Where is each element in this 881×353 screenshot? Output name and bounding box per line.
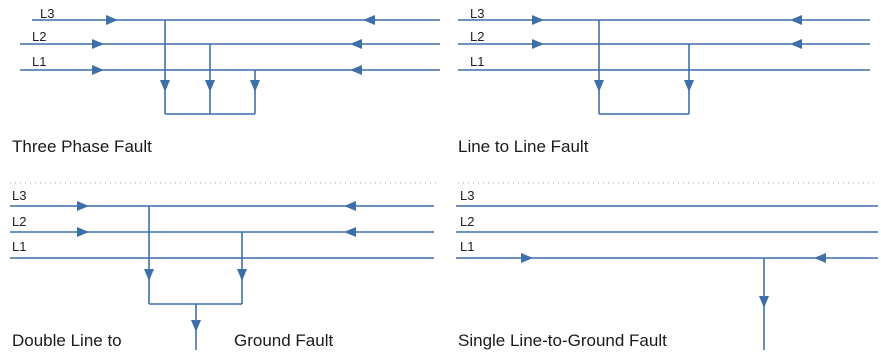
arrow-right-icon <box>77 201 89 211</box>
panel-title-left: Double Line to <box>12 331 122 350</box>
arrow-left-icon <box>344 201 356 211</box>
arrow-left-icon <box>790 39 802 49</box>
arrow-right-icon <box>106 15 118 25</box>
arrow-left-icon <box>790 15 802 25</box>
line-label-l3: L3 <box>12 188 26 203</box>
arrow-left-icon <box>344 227 356 237</box>
line-label-l2: L2 <box>460 214 474 229</box>
panel-title: Line to Line Fault <box>458 137 589 156</box>
line-label-l2: L2 <box>32 29 46 44</box>
arrow-down-icon <box>237 269 247 281</box>
arrow-down-icon <box>191 320 201 332</box>
arrow-down-icon <box>684 80 694 92</box>
arrow-left-icon <box>350 39 362 49</box>
arrow-left-icon <box>363 15 375 25</box>
panel-single-line-to-ground-fault: L3 L2 L1 Single Line-to-Ground Fault <box>456 188 878 350</box>
arrow-left-icon <box>350 65 362 75</box>
arrow-right-icon <box>77 227 89 237</box>
line-label-l2: L2 <box>470 29 484 44</box>
arrow-right-icon <box>521 253 533 263</box>
line-label-l2: L2 <box>12 214 26 229</box>
arrow-down-icon <box>144 269 154 281</box>
arrow-left-icon <box>814 253 826 263</box>
line-label-l3: L3 <box>40 6 54 21</box>
line-label-l1: L1 <box>470 54 484 69</box>
arrow-down-icon <box>205 80 215 92</box>
line-label-l1: L1 <box>460 239 474 254</box>
line-label-l1: L1 <box>12 239 26 254</box>
panel-line-to-line-fault: L3 L2 L1 Line to Line Fault <box>458 6 870 156</box>
panel-title: Three Phase Fault <box>12 137 152 156</box>
arrow-right-icon <box>532 15 544 25</box>
panel-title-right: Ground Fault <box>234 331 333 350</box>
panel-double-line-to-ground-fault: L3 L2 L1 Double Line to Ground Fault <box>10 188 434 350</box>
panel-title: Single Line-to-Ground Fault <box>458 331 667 350</box>
arrow-down-icon <box>594 80 604 92</box>
line-label-l3: L3 <box>470 6 484 21</box>
arrow-down-icon <box>160 80 170 92</box>
arrow-right-icon <box>92 39 104 49</box>
arrow-down-icon <box>759 296 769 308</box>
panel-three-phase-fault: L3 L2 L1 Three Phase Fault <box>12 6 440 156</box>
line-label-l1: L1 <box>32 54 46 69</box>
arrow-down-icon <box>250 80 260 92</box>
arrow-right-icon <box>92 65 104 75</box>
arrow-right-icon <box>532 39 544 49</box>
line-label-l3: L3 <box>460 188 474 203</box>
